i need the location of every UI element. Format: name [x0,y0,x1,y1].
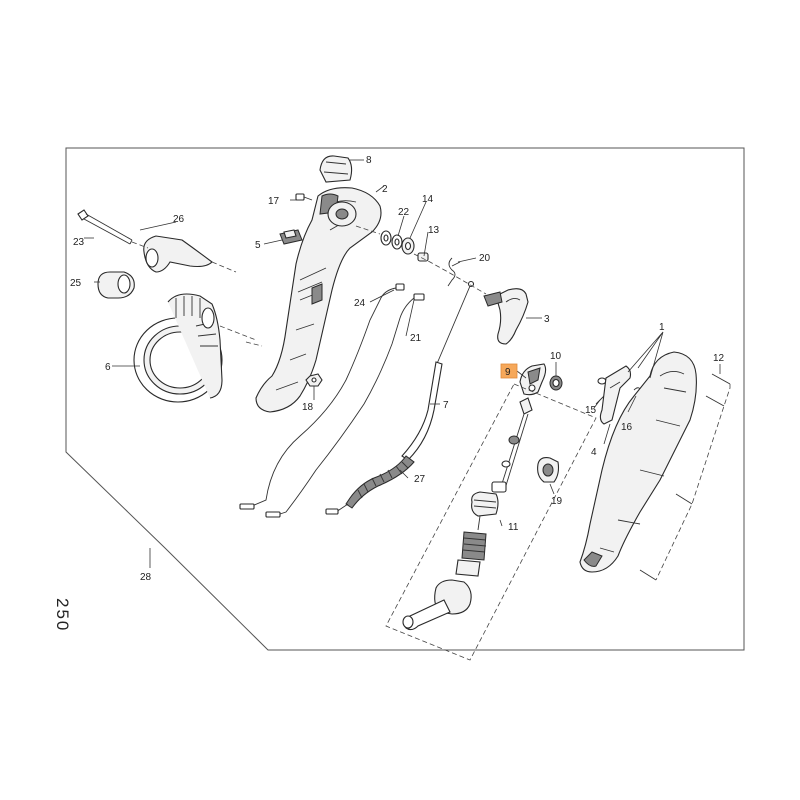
part-20-spring [447,257,461,287]
part-10-grommet [549,375,563,391]
page-number: 250 [52,598,76,634]
callout-17: 17 [268,196,280,207]
part-23-bolt [77,209,133,245]
callout-8: 8 [366,155,372,166]
page-number-text: 250 [53,598,72,633]
part-1-housing [579,351,697,573]
part-6-tube-collar [133,293,257,403]
part-7-cable [401,280,475,461]
diagram-frame [65,147,745,651]
callout-23: 23 [73,237,85,248]
part-27-coil [325,455,415,515]
callout-24: 24 [354,298,366,309]
callout-27: 27 [414,474,426,485]
callout-18: 18 [302,402,314,413]
part-5-switch [279,229,303,245]
callout-26: 26 [173,214,185,225]
callout-22: 22 [398,207,410,218]
callout-9: 9 [505,367,511,378]
callout-labels: 1 2 3 4 5 6 7 8 9 10 11 12 13 14 15 16 1… [70,155,725,583]
callout-10: 10 [550,351,562,362]
part-13-nut [417,252,429,262]
callout-13: 13 [428,225,440,236]
part-4-slider [599,365,632,425]
callout-2: 2 [382,184,388,195]
part-3-trigger [483,288,529,345]
assembly-lines [131,225,487,347]
callout-15: 15 [585,405,597,416]
leader-lines [84,159,721,568]
part-18-nut [305,373,323,387]
part-21-wire [265,293,425,518]
part-2-handle-housing [255,187,382,413]
callout-25: 25 [70,278,82,289]
callout-3: 3 [544,314,550,325]
part-25-cap [97,271,135,299]
callout-12: 12 [713,353,725,364]
callout-5: 5 [255,240,261,251]
part-11-throttle-assembly [385,383,597,661]
part-24-wire [239,283,405,510]
part-22-washer [380,230,403,250]
callout-28: 28 [140,572,152,583]
callout-20: 20 [479,253,491,264]
part-19-ring [537,457,560,483]
part-8-clip [319,155,353,183]
callout-16: 16 [621,422,633,433]
callout-14: 14 [422,194,434,205]
callout-4: 4 [591,447,597,458]
part-26-bracket [143,235,213,273]
callout-19: 19 [551,496,563,507]
callout-7: 7 [443,400,449,411]
part-9-lever [519,363,547,396]
part-14-washer [401,237,415,255]
part-12-screws [639,373,731,581]
callout-21: 21 [410,333,422,344]
part-17-screw [295,193,313,201]
callout-6: 6 [105,362,111,373]
highlight-box-9 [500,363,518,379]
callout-11: 11 [508,522,519,533]
callout-1: 1 [659,322,665,333]
